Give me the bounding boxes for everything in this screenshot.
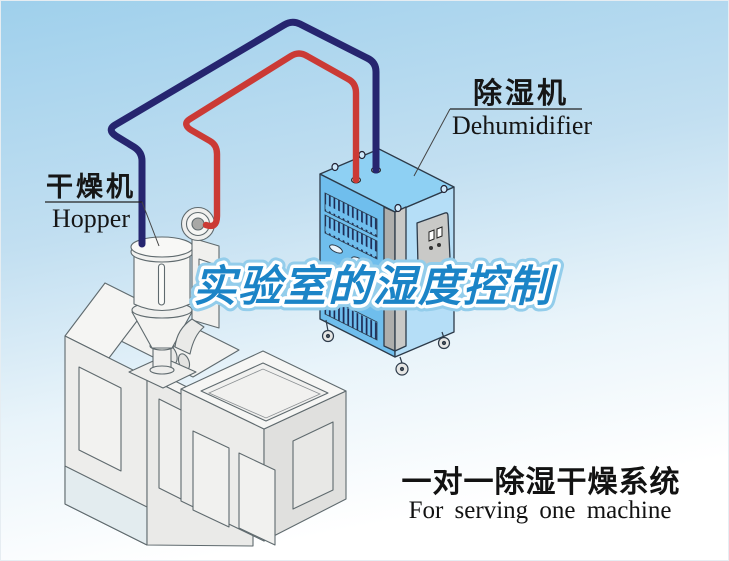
extruder-illustration [64,282,347,547]
hopper-illustration [128,236,197,389]
hopper-sight-glass [157,263,166,306]
dehumidifier-label-en: Dehumidifier [452,111,592,140]
caption-en: For serving one machine [409,497,672,524]
blower-illustration [174,206,220,355]
caption: 一对一除湿干燥系统 For serving one machine [402,465,681,524]
lifting-eyelet [440,184,448,194]
hopper-label: 干燥机 Hopper [45,172,160,247]
vent-grille [324,192,378,238]
panel-button [429,246,433,250]
control-panel [416,212,451,270]
panel-button [437,243,441,247]
leader-line [141,201,160,247]
dehumidifier-label-zh: 除湿机 [473,76,569,110]
hot-supply-pipe [183,50,360,230]
dehumidifier-label: 除湿机 Dehumidifier [413,76,592,177]
leader-line [413,108,451,177]
handle-slot [351,256,365,266]
panel-display [436,226,443,239]
lifting-eyelet [394,203,402,213]
pipes [107,18,380,248]
hopper-label-zh: 干燥机 [46,172,136,202]
cold-return-pipe [107,18,380,248]
caster-wheels [321,319,451,376]
page-title: 实验室的湿度控制 实验室的湿度控制 [187,257,563,318]
panel-display [428,229,435,242]
hopper-label-en: Hopper [52,204,130,233]
blower-elbow-duct [174,318,205,355]
page-title-text: 实验室的湿度控制 [193,263,558,311]
lifting-eyelet [358,150,366,160]
vent-grille [324,214,378,260]
lifting-eyelet [331,162,339,172]
dehumidifier-illustration [319,148,455,376]
page-title-halo: 实验室的湿度控制 [193,263,558,311]
handle-slot [329,244,343,254]
caption-zh: 一对一除湿干燥系统 [402,465,681,499]
vent-grille [324,295,378,341]
